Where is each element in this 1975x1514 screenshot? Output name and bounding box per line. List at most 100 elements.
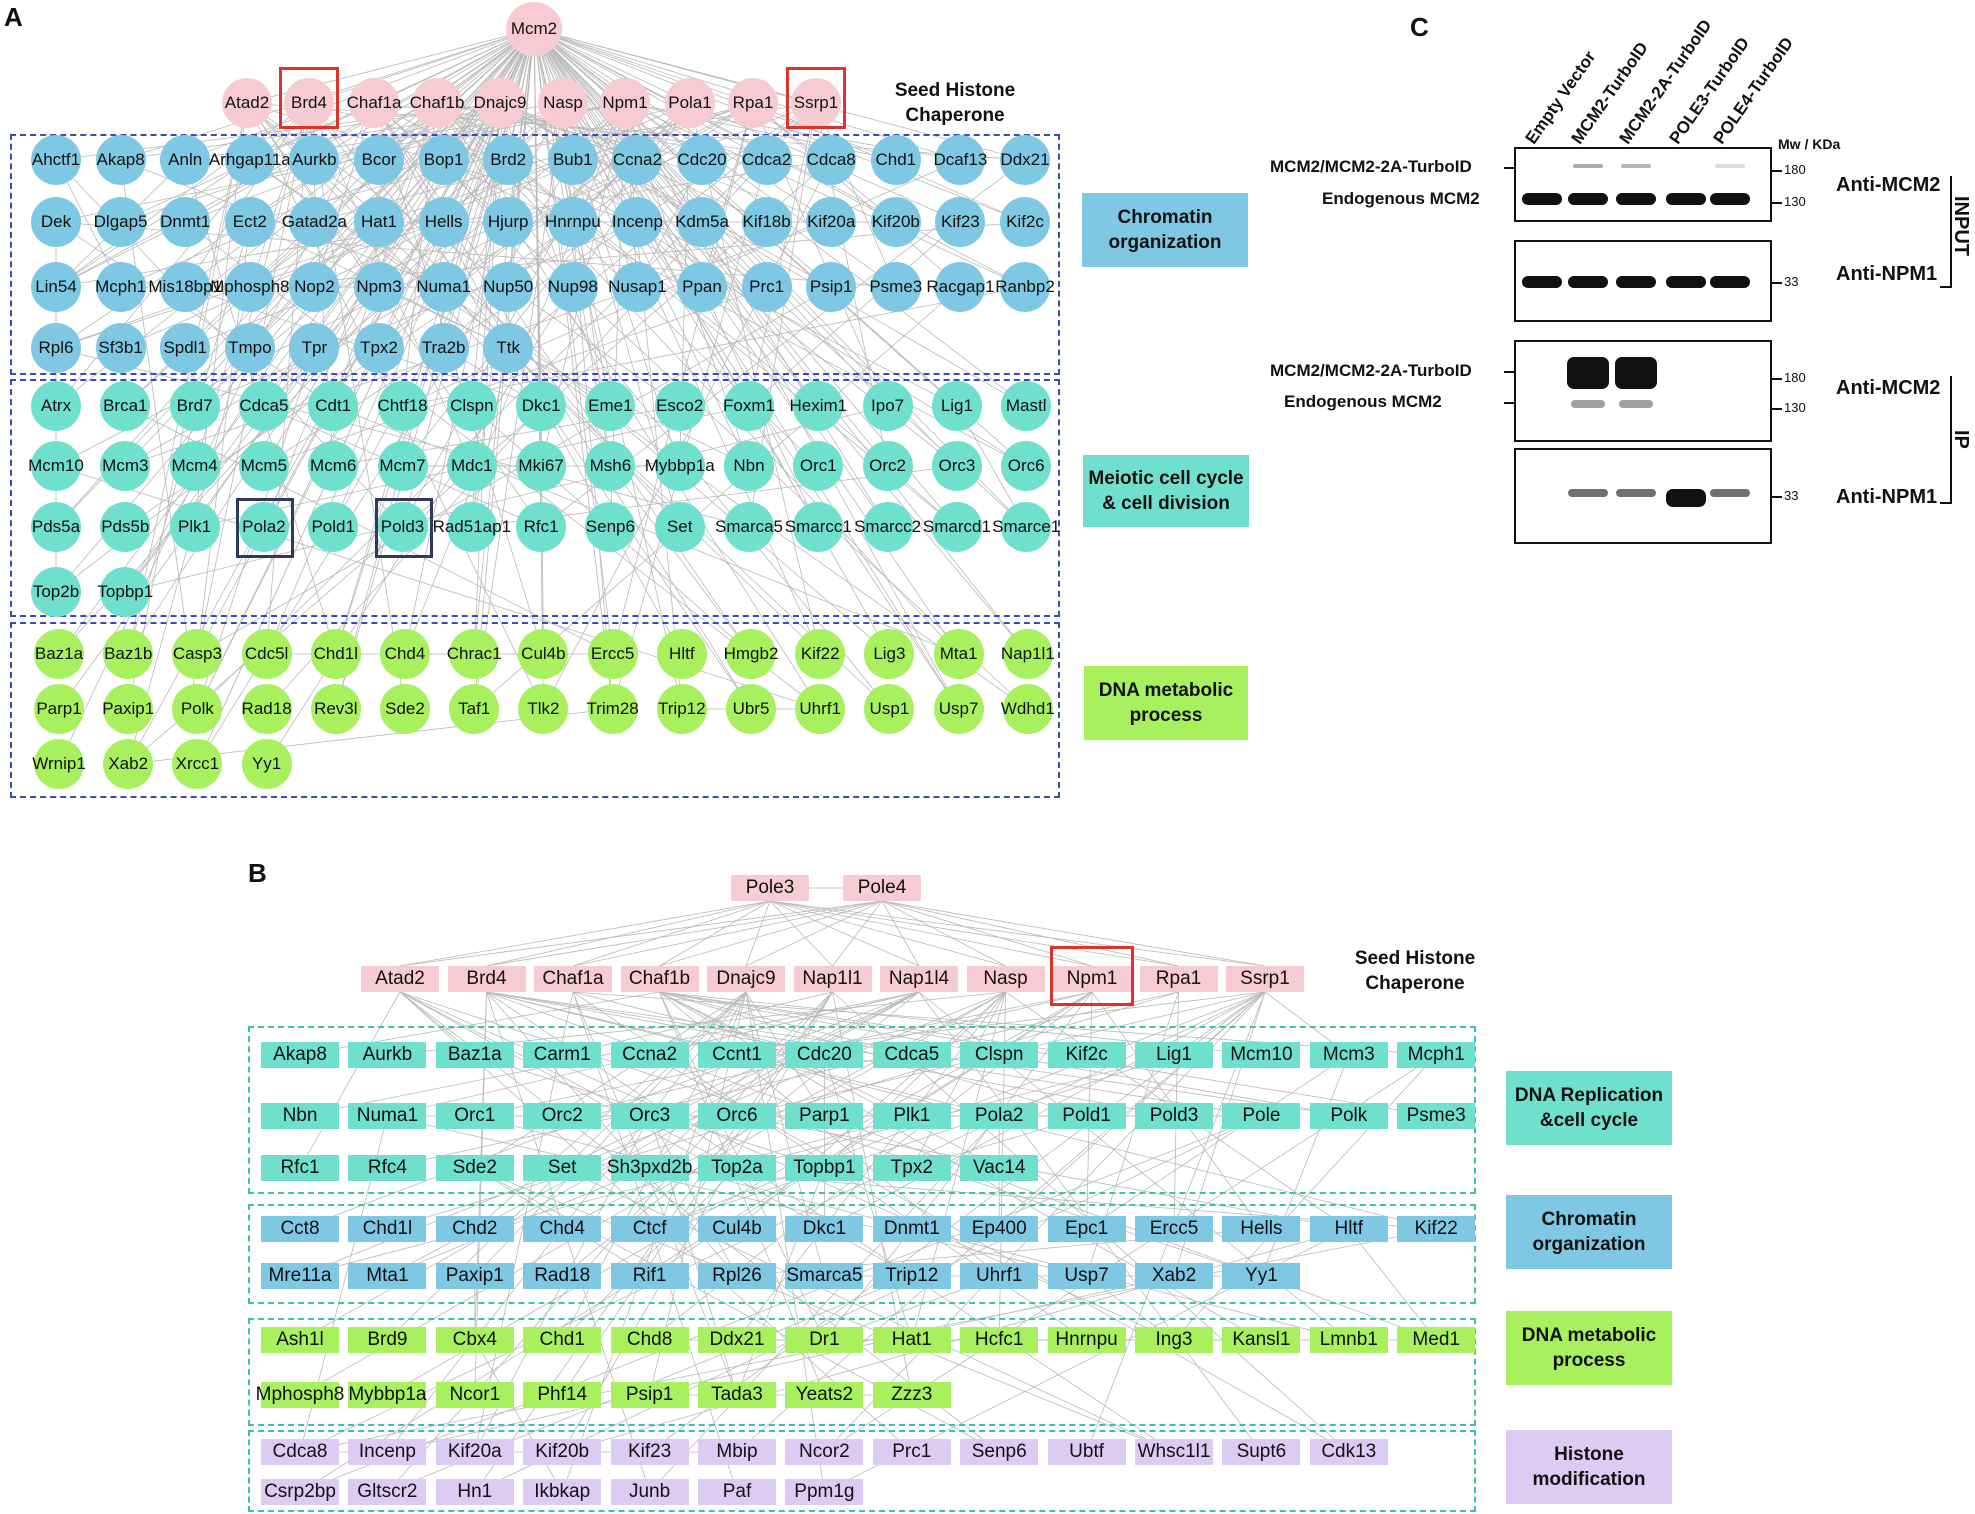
- network-edge: [543, 159, 832, 710]
- node-hexim1: Hexim1: [789, 381, 847, 431]
- node-b-sde2: Sde2: [435, 1155, 514, 1181]
- node-b-kif2c: Kif2c: [1047, 1042, 1126, 1068]
- node-mcm5: Mcm5: [238, 441, 289, 491]
- node-numa1: Numa1: [416, 262, 471, 312]
- node-uhrf1: Uhrf1: [795, 684, 846, 734]
- node-pold1: Pold1: [308, 502, 359, 552]
- node-bop1: Bop1: [418, 135, 469, 185]
- network-edge: [649, 991, 920, 1117]
- node-akap8: Akap8: [95, 135, 146, 185]
- band-ip-mcm2-turboid: [1615, 357, 1657, 389]
- hub-node-mcm2: Mcm2: [506, 2, 562, 56]
- network-edge: [299, 991, 1093, 1493]
- network-edge: [125, 221, 832, 467]
- node-b-psip1: Psip1: [610, 1382, 689, 1408]
- highlight-box-brd4: [279, 67, 339, 129]
- node-orc3: Orc3: [931, 441, 982, 491]
- network-edge: [752, 102, 961, 288]
- node-tlk2: Tlk2: [518, 684, 569, 734]
- mw-130-ip: 130: [1784, 400, 1806, 415]
- node-pds5b: Pds5b: [100, 502, 151, 552]
- node-smarce1: Smarce1: [992, 502, 1060, 552]
- panel-letter-a: A: [4, 2, 23, 32]
- network-edge: [184, 102, 310, 288]
- node-b-lig1: Lig1: [1135, 1042, 1213, 1068]
- node-b-rad18: Rad18: [523, 1263, 602, 1289]
- node-b-ddx21: Ddx21: [698, 1327, 776, 1353]
- network-edge: [197, 286, 832, 655]
- network-edge: [373, 102, 958, 407]
- node-b-akap8: Akap8: [261, 1042, 339, 1068]
- node-b-rfc1: Rfc1: [261, 1155, 339, 1181]
- seed-node-dnajc9: Dnajc9: [474, 78, 526, 128]
- network-edge: [474, 1339, 563, 1493]
- node-b-nbn: Nbn: [261, 1103, 339, 1129]
- category-label-a-2: DNA metabolic process: [1084, 666, 1248, 740]
- network-edge: [561, 991, 833, 1453]
- band-input-mcm2-turboid: [1621, 164, 1651, 168]
- mw-33-ip: 33: [1784, 488, 1799, 503]
- network-edge: [832, 900, 883, 967]
- node-mcm7: Mcm7: [377, 441, 428, 491]
- band-input-mcm2-endogenous: [1522, 193, 1562, 205]
- node-b-cul4b: Cul4b: [698, 1216, 776, 1242]
- highlight-box-b-npm1: [1050, 946, 1134, 1006]
- node-orc1: Orc1: [793, 441, 844, 491]
- node-eme1: Eme1: [585, 381, 636, 431]
- network-edge: [308, 28, 535, 104]
- node-b-kansl1: Kansl1: [1222, 1327, 1301, 1353]
- band-input-mcm2-turboid: [1573, 164, 1603, 168]
- network-edge: [881, 900, 920, 967]
- node-lig1: Lig1: [931, 381, 982, 431]
- network-edge: [824, 991, 1006, 1169]
- group-box-b-3: [248, 1430, 1476, 1512]
- network-edge: [998, 991, 1266, 1230]
- node-hmgb2: Hmgb2: [724, 629, 778, 679]
- panel-letter-c: C: [1410, 12, 1429, 42]
- node-b-rfc4: Rfc4: [348, 1155, 427, 1181]
- blot-input-mcm2: [1514, 147, 1772, 222]
- network-edge: [572, 900, 771, 967]
- network-edge: [562, 102, 1029, 655]
- node-nusap1: Nusap1: [608, 262, 667, 312]
- node-ubr5: Ubr5: [726, 684, 776, 734]
- seed-node-chaf1b: Chaf1b: [410, 78, 464, 128]
- node-ipo7: Ipo7: [862, 381, 913, 431]
- node-rev3l: Rev3l: [310, 684, 361, 734]
- network-edge: [373, 102, 544, 655]
- seed-node-b-chaf1b: Chaf1b: [620, 966, 699, 992]
- seed-node-b-dnajc9: Dnajc9: [707, 966, 785, 992]
- node-b-tpx2: Tpx2: [872, 1155, 951, 1181]
- network-edge: [769, 900, 1093, 967]
- node-b-numa1: Numa1: [348, 1103, 427, 1129]
- network-edge: [562, 991, 1006, 1230]
- node-b-hat1: Hat1: [872, 1327, 951, 1353]
- network-edge: [486, 900, 771, 967]
- node-ccna2: Ccna2: [612, 135, 663, 185]
- network-edge: [1086, 1054, 1350, 1230]
- network-edge: [824, 991, 1266, 1230]
- band-input-npm1: [1666, 276, 1706, 288]
- network-edge: [659, 900, 771, 967]
- network-edge: [55, 28, 535, 593]
- band-input-mcm2-turboid: [1715, 164, 1745, 168]
- node-paxip1: Paxip1: [102, 684, 154, 734]
- node-b-pold1: Pold1: [1047, 1103, 1126, 1129]
- node-b-paf: Paf: [698, 1479, 776, 1505]
- node-cdc5l: Cdc5l: [241, 629, 292, 679]
- node-b-pola2: Pola2: [960, 1103, 1039, 1129]
- network-edge: [824, 1228, 913, 1341]
- network-edge: [402, 286, 1026, 407]
- node-b-chd1l: Chd1l: [348, 1216, 427, 1242]
- node-cdca2: Cdca2: [741, 135, 792, 185]
- node-brd2: Brd2: [483, 135, 534, 185]
- seed-node-ssrp1: Ssrp1: [791, 78, 841, 128]
- node-baz1a: Baz1a: [34, 629, 84, 679]
- network-edge: [815, 102, 897, 288]
- network-edge: [533, 28, 754, 104]
- node-chd4: Chd4: [380, 629, 430, 679]
- network-edge: [436, 102, 574, 288]
- node-b-lmnb1: Lmnb1: [1309, 1327, 1388, 1353]
- node-b-hltf: Hltf: [1309, 1216, 1388, 1242]
- seed-label-a: Seed Histone Chaperone: [894, 80, 1016, 126]
